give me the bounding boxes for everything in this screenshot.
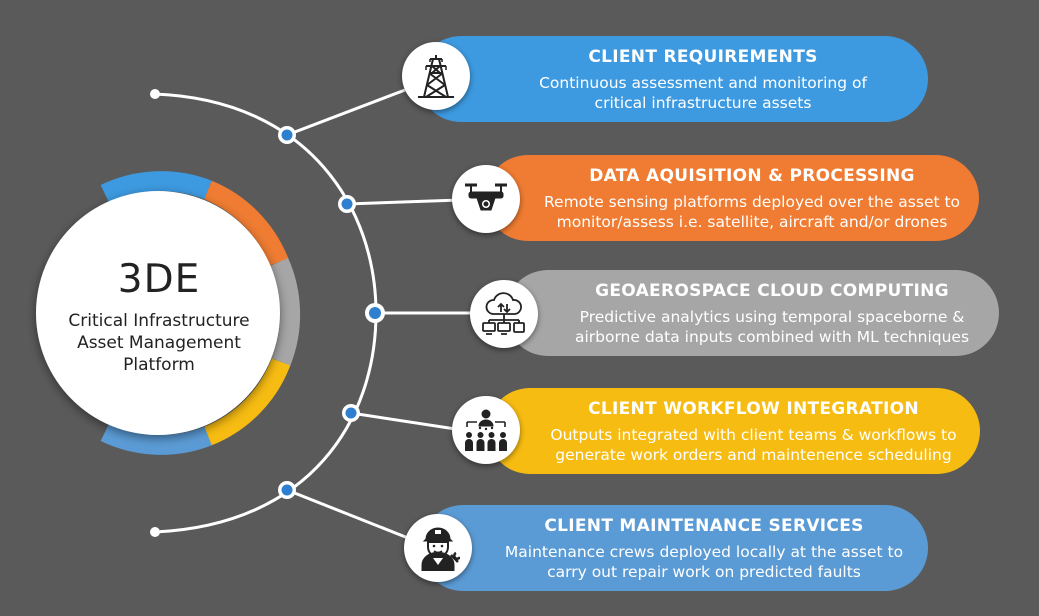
- step-card-cloud-computing: GEOAEROSPACE CLOUD COMPUTING Predictive …: [505, 270, 999, 356]
- step-title: CLIENT MAINTENANCE SERVICES: [544, 516, 864, 536]
- team-workflow-icon: [452, 396, 520, 464]
- hub-ring-yellow: [204, 358, 291, 446]
- node-dot-5: [278, 481, 296, 499]
- arc-end-dot-bottom: [150, 527, 160, 537]
- connector-line-4: [350, 411, 463, 432]
- node-dot-4: [342, 404, 360, 422]
- step-title: CLIENT WORKFLOW INTEGRATION: [588, 399, 919, 419]
- hub-subtitle-line-3: Platform: [123, 355, 195, 375]
- step-title: CLIENT REQUIREMENTS: [588, 47, 818, 67]
- step-title: GEOAEROSPACE CLOUD COMPUTING: [595, 281, 949, 301]
- maintenance-worker-icon: [404, 514, 472, 582]
- node-dot-1: [278, 126, 296, 144]
- hub-circle: [36, 191, 280, 435]
- step-description-line-2: critical infrastructure assets: [594, 94, 812, 112]
- step-card-maintenance-services: CLIENT MAINTENANCE SERVICES Maintenance …: [420, 505, 928, 591]
- step-description-line-1: Remote sensing platforms deployed over t…: [543, 193, 961, 211]
- step-description-line-2: monitor/assess i.e. satellite, aircraft …: [556, 213, 948, 231]
- hub-subtitle-line-1: Critical Infrastructure: [68, 311, 250, 331]
- hub-ring-gray: [269, 257, 301, 366]
- hub-ring-orange: [203, 180, 289, 266]
- transmission-tower-icon: [402, 42, 470, 110]
- hub-ring-blue-top: [100, 171, 212, 204]
- step-description-line-2: airborne data inputs combined with ML te…: [574, 328, 970, 346]
- cloud-network-icon: [470, 280, 538, 348]
- step-card-client-requirements: CLIENT REQUIREMENTS Continuous assessmen…: [418, 36, 928, 122]
- connector-line-1: [286, 88, 406, 137]
- connector-line-5: [286, 488, 409, 540]
- step-description-line-1: Maintenance crews deployed locally at th…: [504, 543, 904, 561]
- arc-end-dot-top: [150, 89, 160, 99]
- hub-ring-blue-bottom: [100, 422, 212, 455]
- step-description-line-1: Continuous assessment and monitoring of: [539, 74, 867, 92]
- hub-ring: [100, 171, 301, 455]
- step-card-workflow-integration: CLIENT WORKFLOW INTEGRATION Outputs inte…: [487, 388, 980, 474]
- node-dot-2: [338, 195, 356, 213]
- step-description-line-2: carry out repair work on predicted fault…: [547, 563, 861, 581]
- step-description-line-2: generate work orders and maintenence sch…: [555, 446, 952, 464]
- step-card-data-acquisition: DATA AQUISITION & PROCESSING Remote sens…: [485, 155, 979, 241]
- hub-title: 3DE: [117, 257, 201, 302]
- step-description-line-1: Outputs integrated with client teams & w…: [550, 426, 957, 444]
- hub-subtitle-line-2: Asset Management: [77, 333, 241, 353]
- node-dot-3: [365, 303, 385, 323]
- connector-line-2: [346, 198, 461, 206]
- step-title: DATA AQUISITION & PROCESSING: [589, 166, 915, 186]
- step-description-line-1: Predictive analytics using temporal spac…: [579, 308, 965, 326]
- hub-label: 3DE Critical Infrastructure Asset Manage…: [45, 258, 273, 376]
- drone-icon: [452, 165, 520, 233]
